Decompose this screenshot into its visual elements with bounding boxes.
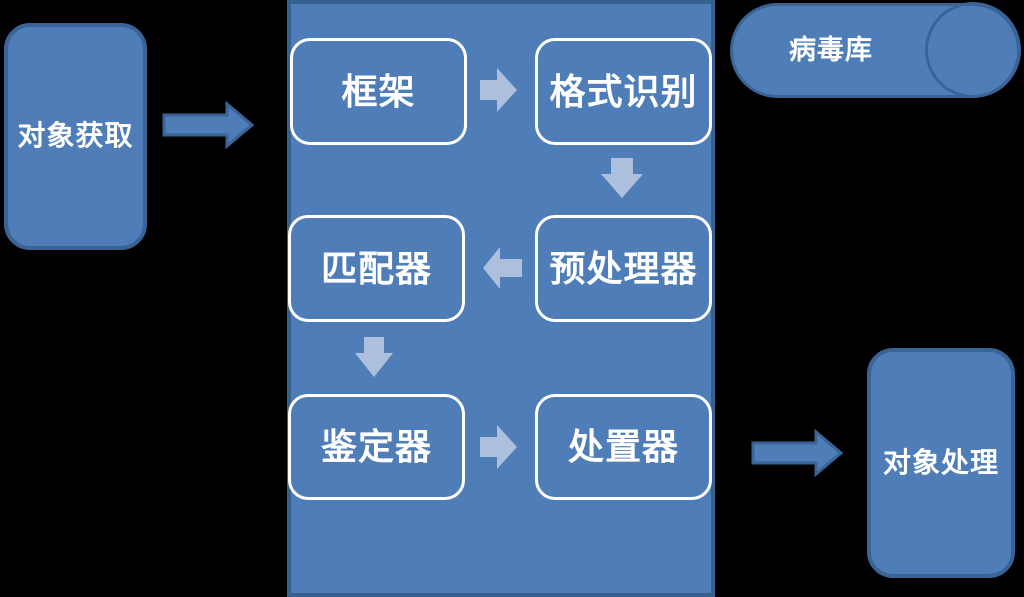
arrow-matcher-to-identifier-icon (355, 337, 393, 377)
node-virus-database-label: 病毒库 (789, 34, 873, 65)
node-framework: 框架 (290, 38, 467, 145)
node-object-acquisition-label: 对象获取 (17, 120, 134, 152)
node-preprocessor-label: 预处理器 (549, 247, 698, 289)
node-disposer-label: 处置器 (567, 426, 679, 468)
node-identifier: 鉴定器 (288, 394, 465, 500)
node-format-recognition: 格式识别 (535, 38, 712, 145)
arrow-framework-to-format-icon (480, 68, 517, 112)
virus-database-cylinder-cap (925, 2, 1021, 98)
arrow-engine-to-processing-icon (751, 429, 844, 477)
node-matcher: 匹配器 (288, 215, 465, 322)
arrow-identifier-to-disposer-icon (480, 425, 517, 469)
node-framework-label: 框架 (341, 70, 416, 112)
arrow-acquisition-to-engine-icon (162, 101, 255, 149)
node-preprocessor: 预处理器 (535, 215, 712, 322)
arrow-format-to-preprocessor-icon (601, 158, 643, 198)
arrow-preprocessor-to-matcher-icon (483, 247, 522, 289)
node-object-acquisition: 对象获取 (4, 23, 147, 250)
node-object-processing-label: 对象处理 (882, 446, 999, 478)
node-identifier-label: 鉴定器 (320, 426, 432, 468)
node-format-recognition-label: 格式识别 (549, 70, 698, 112)
node-object-processing: 对象处理 (867, 348, 1015, 578)
node-disposer: 处置器 (535, 394, 712, 500)
node-matcher-label: 匹配器 (320, 247, 432, 289)
